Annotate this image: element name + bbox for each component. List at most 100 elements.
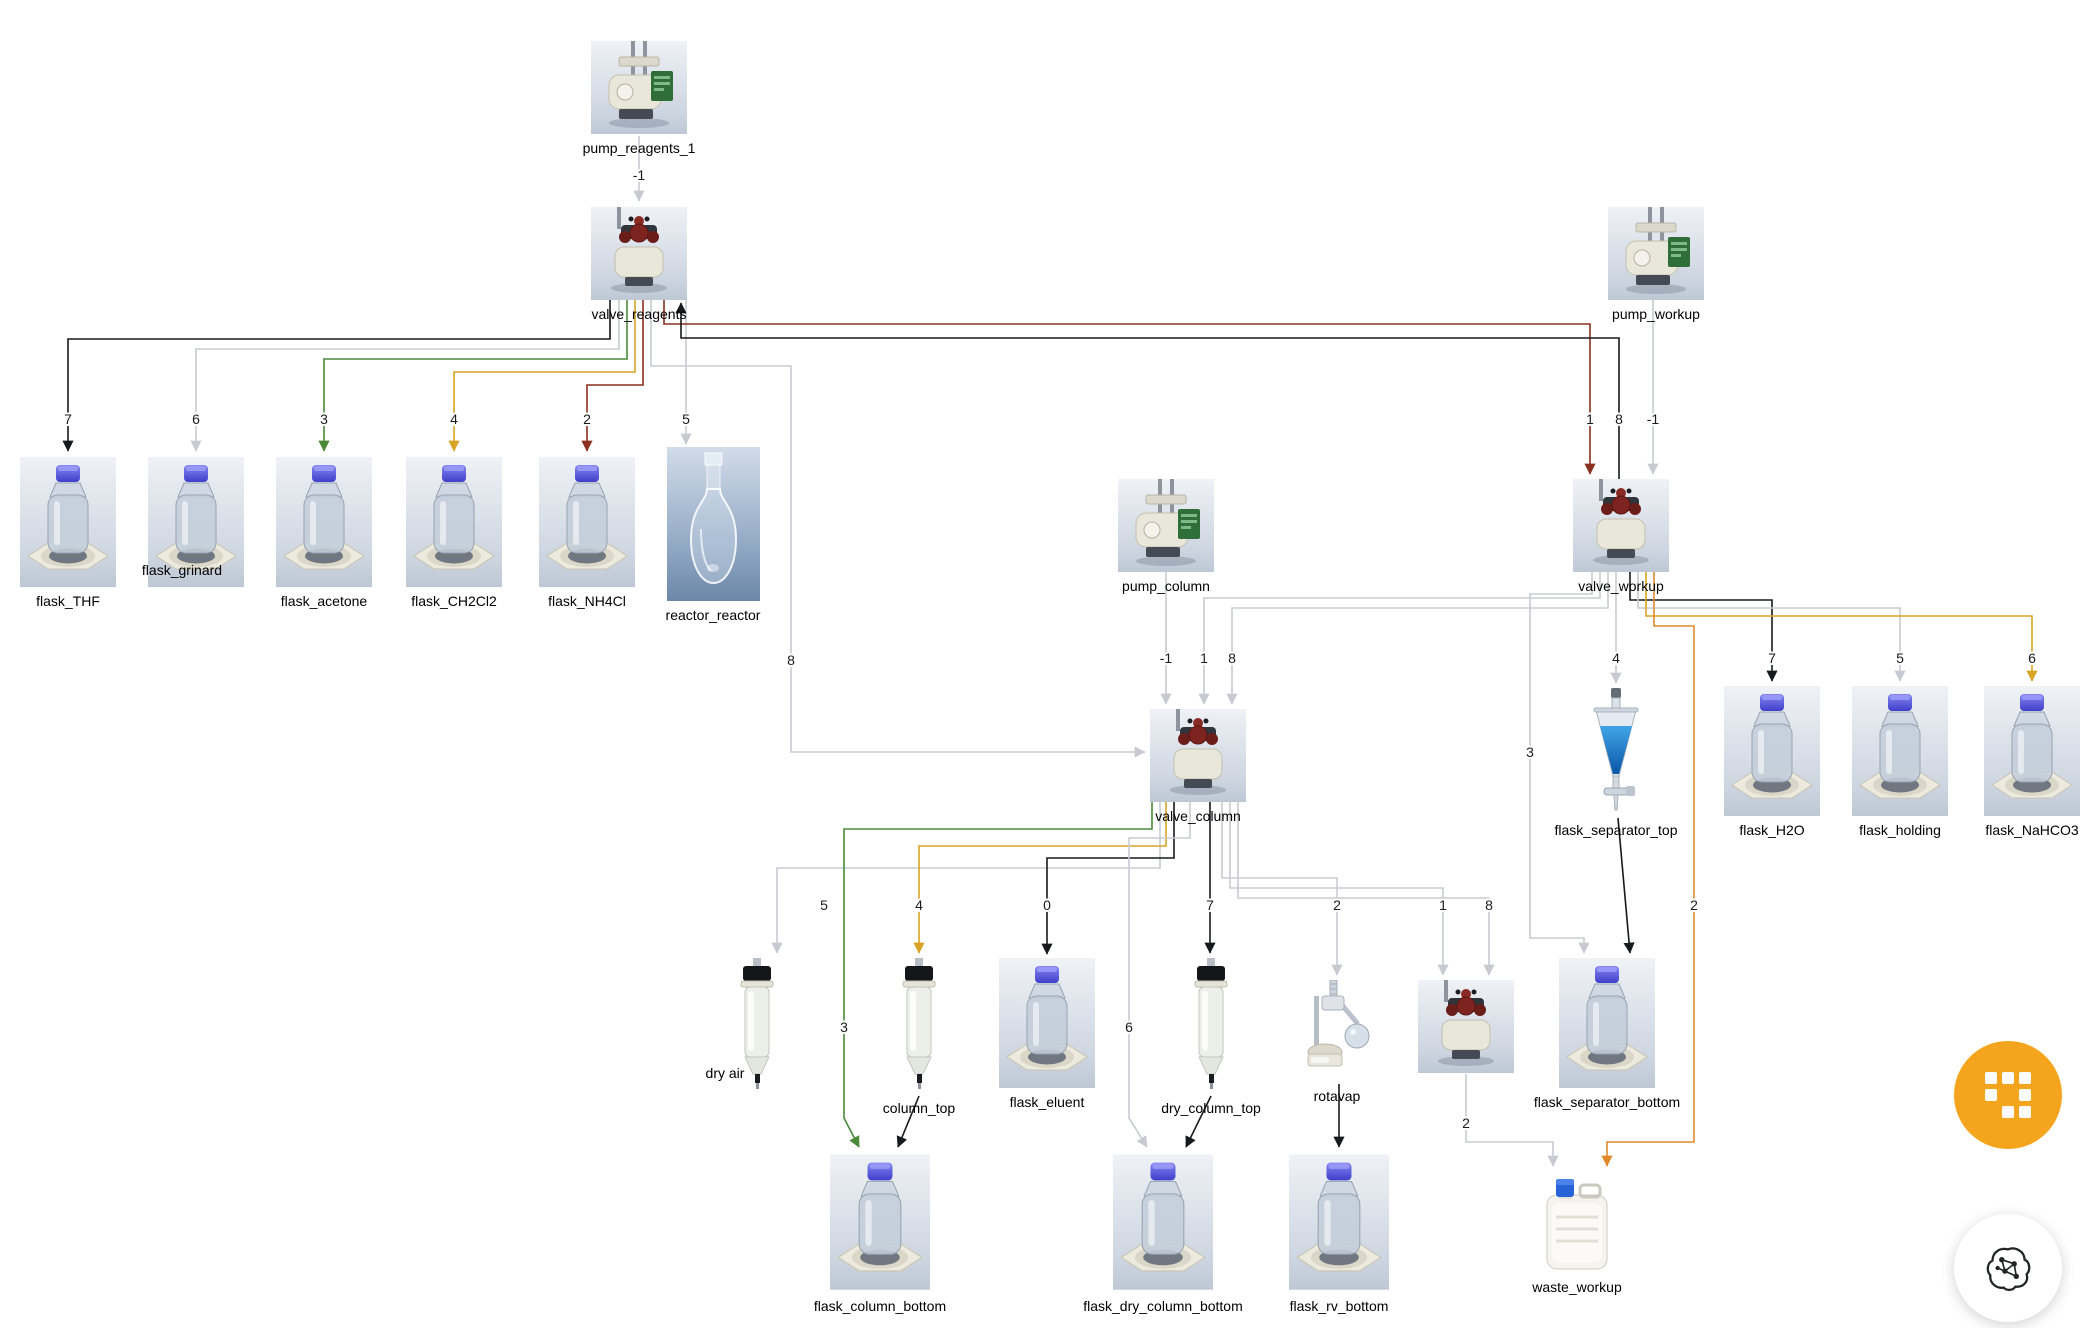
node-column_top[interactable]: column_top	[883, 958, 955, 1116]
node-flask_THF[interactable]: flask_THF	[20, 457, 116, 609]
node-flask_separator_bottom[interactable]: flask_separator_bottom	[1534, 958, 1680, 1110]
node-label-reactor_reactor: reactor_reactor	[665, 607, 761, 623]
edge-label-valve_column-rotavap: 2	[1333, 897, 1341, 913]
edge-valve_column-valve_3	[1229, 802, 1449, 976]
edge-valve_workup-flask_NaHCO3	[1645, 572, 2038, 682]
flask-icon	[1559, 958, 1655, 1088]
edge-label-valve_workup-valve_column: 1	[1200, 650, 1208, 666]
edge-label-valve_reagents-valve_column: 8	[787, 652, 795, 668]
node-label-flask_grinard: flask_grinard	[141, 562, 223, 578]
node-flask_dry_column_bottom[interactable]: flask_dry_column_bottom	[1083, 1152, 1243, 1314]
node-flask_column_bottom[interactable]: flask_column_bottom	[814, 1152, 946, 1314]
edge-valve_reagents-valve_workup	[663, 300, 1596, 475]
node-waste_workup[interactable]: waste_workup	[1532, 1171, 1622, 1295]
node-flask_H2O[interactable]: flask_H2O	[1724, 686, 1820, 838]
node-label-pump_column: pump_column	[1122, 578, 1210, 594]
node-label-valve_column: valve_column	[1155, 808, 1241, 824]
node-rotavap[interactable]: rotavap	[1302, 980, 1372, 1104]
node-label-flask_separator_bottom: flask_separator_bottom	[1533, 1094, 1681, 1110]
node-label-flask_CH2Cl2: flask_CH2Cl2	[411, 593, 497, 609]
edge-label-valve_workup-valve_column: 8	[1228, 650, 1236, 666]
edge-valve_column-rotavap	[1221, 802, 1343, 976]
edge-label-valve_workup-flask_separator_top: 4	[1612, 650, 1620, 666]
flask-icon	[830, 1152, 930, 1292]
edge-label-valve_3-waste_workup: 2	[1462, 1115, 1470, 1131]
edge-valve_workup-flask_holding	[1637, 572, 1906, 682]
sepfunnel-icon	[1586, 688, 1646, 816]
edge-label-valve_column-dry_column_top: 7	[1206, 897, 1214, 913]
edge-flask_separator_top-flask_separator_bottom	[1617, 817, 1635, 954]
edge-valve_workup-flask_H2O	[1629, 572, 1778, 682]
node-label-rotavap: rotavap	[1313, 1088, 1361, 1104]
node-dry_air[interactable]: dry air	[706, 958, 784, 1094]
edge-label-valve_workup-flask_NaHCO3: 6	[2028, 650, 2036, 666]
edge-label-valve_reagents-flask_acetone: 3	[320, 411, 328, 427]
edge-label-valve_column-flask_column_bottom: 3	[840, 1019, 848, 1035]
edge-valve_workup-waste_workup	[1601, 572, 1695, 1167]
node-label-flask_rv_bottom: flask_rv_bottom	[1289, 1298, 1389, 1314]
pump-icon	[1118, 479, 1214, 572]
flask-icon	[1724, 686, 1820, 816]
assistant-fab-button[interactable]	[1954, 1214, 2062, 1322]
node-flask_rv_bottom[interactable]: flask_rv_bottom	[1289, 1152, 1389, 1314]
node-label-flask_THF: flask_THF	[36, 593, 100, 609]
node-flask_eluent[interactable]: flask_eluent	[999, 958, 1095, 1110]
node-flask_separator_top[interactable]: flask_separator_top	[1555, 688, 1677, 838]
edge-valve_reagents-flask_THF	[62, 300, 611, 452]
edge-valve_workup-flask_separator_bottom	[1529, 572, 1593, 954]
flask-icon	[1852, 686, 1948, 816]
node-flask_grinard[interactable]: flask_grinard	[142, 457, 244, 587]
node-label-valve_reagents: valve_reagents	[591, 306, 687, 322]
edge-valve_reagents-valve_column	[650, 300, 1146, 758]
edge-label-valve_reagents-flask_grinard: 6	[192, 411, 200, 427]
node-valve_column[interactable]: valve_column	[1150, 709, 1246, 824]
edge-valve_reagents-flask_acetone	[318, 300, 628, 452]
node-flask_holding[interactable]: flask_holding	[1852, 686, 1948, 838]
node-pump_column[interactable]: pump_column	[1118, 479, 1214, 594]
edge-label-valve_reagents-reactor_reactor: 5	[682, 411, 690, 427]
column-icon	[892, 958, 946, 1094]
node-flask_CH2Cl2[interactable]: flask_CH2Cl2	[406, 457, 502, 609]
node-valve_3[interactable]	[1418, 980, 1514, 1073]
node-label-flask_dry_column_bottom: flask_dry_column_bottom	[1083, 1298, 1243, 1314]
grid-dots-icon	[1985, 1072, 2031, 1118]
edge-valve_reagents-flask_NH4Cl	[581, 300, 644, 452]
node-pump_workup[interactable]: pump_workup	[1608, 207, 1704, 322]
edge-label-valve_reagents-flask_THF: 7	[64, 411, 72, 427]
node-label-pump_reagents_1: pump_reagents_1	[582, 140, 696, 156]
edge-column_top-flask_column_bottom	[896, 1095, 920, 1148]
edge-valve_column-column_top	[913, 802, 1167, 954]
node-label-pump_workup: pump_workup	[1612, 306, 1700, 322]
edge-label-valve_column-valve_3: 1	[1439, 897, 1447, 913]
node-valve_workup[interactable]: valve_workup	[1573, 479, 1669, 594]
pump-icon	[591, 41, 687, 134]
node-flask_acetone[interactable]: flask_acetone	[276, 457, 372, 609]
edge-valve_workup-valve_column	[1198, 572, 1601, 705]
node-label-flask_separator_top: flask_separator_top	[1554, 822, 1678, 838]
edge-valve_column-flask_dry_column_bottom	[1128, 802, 1191, 1148]
node-flask_NaHCO3[interactable]: flask_NaHCO3	[1984, 686, 2080, 838]
flask-icon	[406, 457, 502, 587]
edge-label-valve_column-flask_eluent: 0	[1043, 897, 1051, 913]
flask-icon	[1113, 1152, 1213, 1292]
column-icon	[1184, 958, 1238, 1094]
brain-circuit-icon	[1986, 1247, 2031, 1292]
node-label-flask_NH4Cl: flask_NH4Cl	[548, 593, 626, 609]
node-reactor_reactor[interactable]: reactor_reactor	[666, 447, 760, 623]
node-dry_column_top[interactable]: dry_column_top	[1161, 958, 1261, 1116]
node-label-valve_workup: valve_workup	[1578, 578, 1664, 594]
node-pump_reagents_1[interactable]: pump_reagents_1	[583, 41, 695, 156]
flask-icon	[276, 457, 372, 587]
edge-label-pump_reagents_1-valve_reagents: -1	[633, 167, 646, 183]
node-flask_NH4Cl[interactable]: flask_NH4Cl	[539, 457, 635, 609]
node-label-waste_workup: waste_workup	[1532, 1279, 1622, 1295]
rotavap-icon	[1302, 980, 1372, 1082]
edge-valve_column-flask_eluent	[1041, 802, 1175, 955]
jerrycan-icon	[1544, 1171, 1610, 1273]
node-label-flask_NaHCO3: flask_NaHCO3	[1985, 822, 2079, 838]
node-valve_reagents[interactable]: valve_reagents	[591, 207, 687, 322]
apps-fab-button[interactable]	[1954, 1041, 2062, 1149]
edge-label-valve_workup-valve_reagents: 8	[1615, 411, 1623, 427]
